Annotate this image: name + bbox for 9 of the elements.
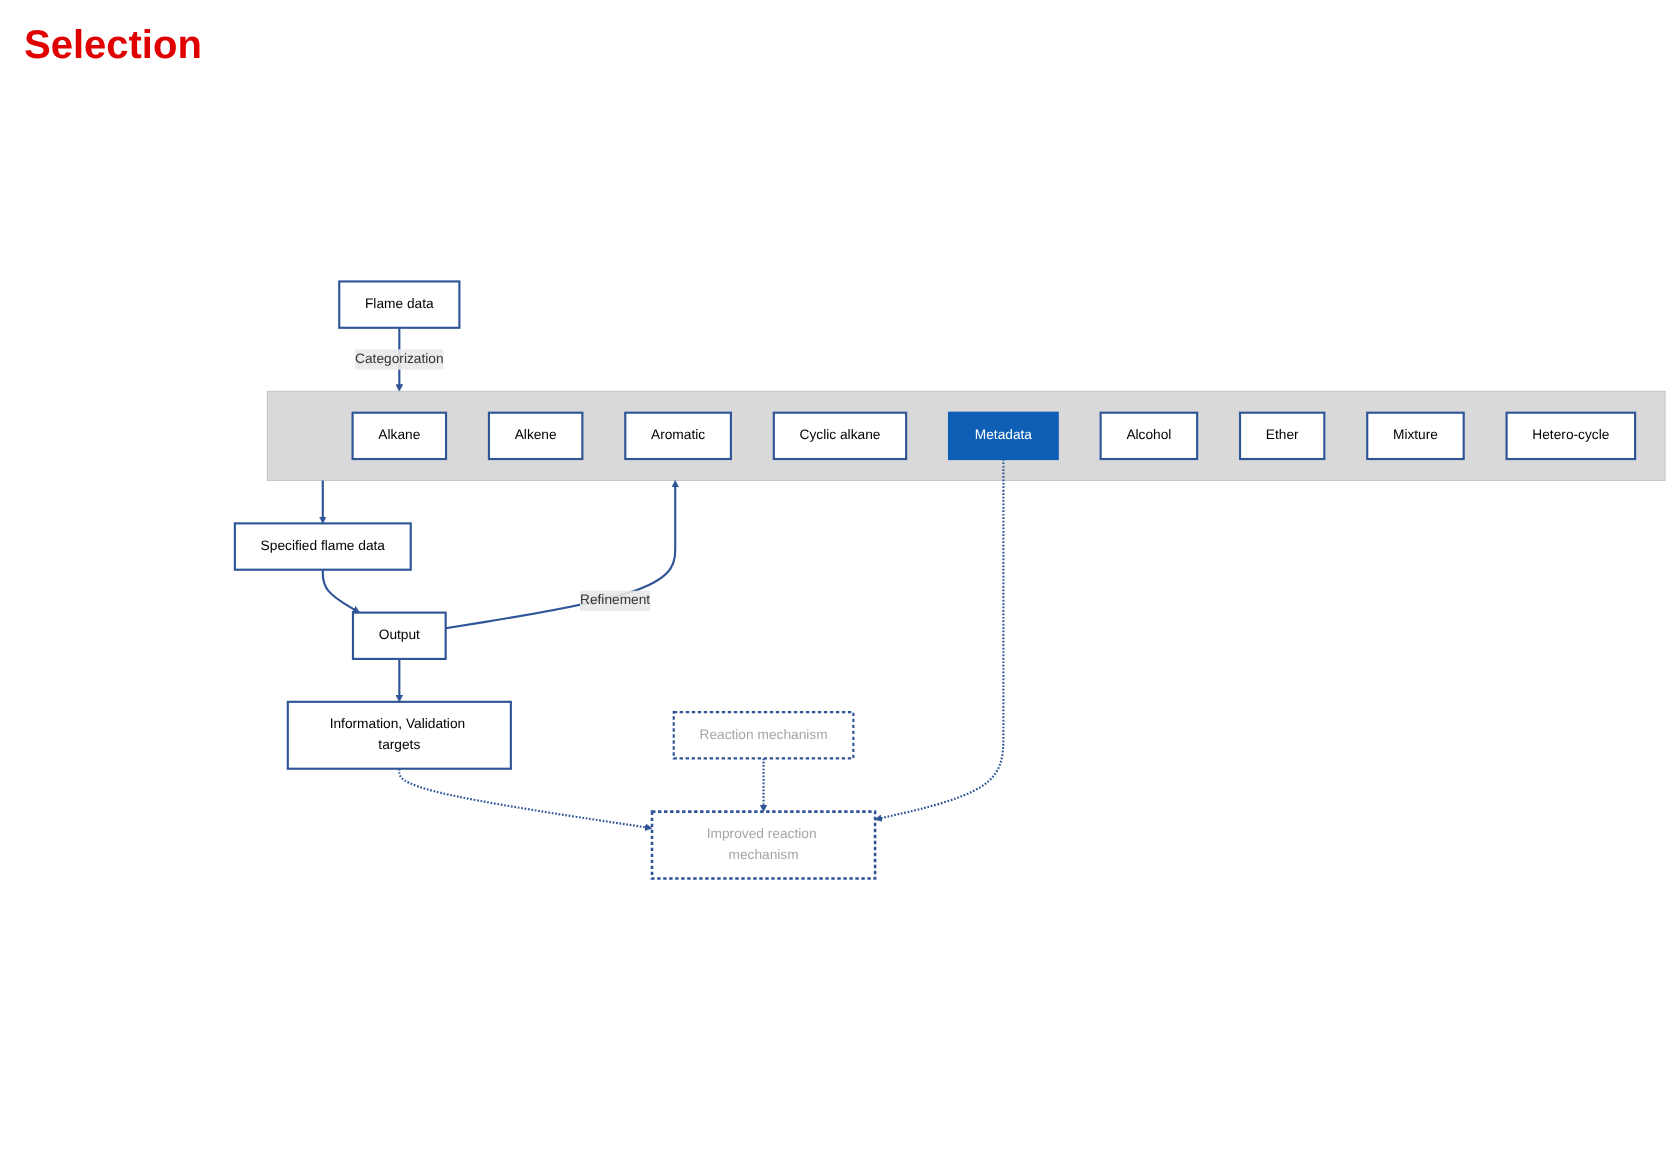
arrow xyxy=(759,758,768,812)
cluster xyxy=(266,390,1666,481)
arrow xyxy=(445,480,679,630)
arrow xyxy=(874,459,1005,822)
arrow xyxy=(321,569,360,613)
side-label: Selection xyxy=(24,24,204,70)
arrow xyxy=(398,768,653,831)
arrow xyxy=(395,658,404,703)
arrow xyxy=(319,480,327,524)
